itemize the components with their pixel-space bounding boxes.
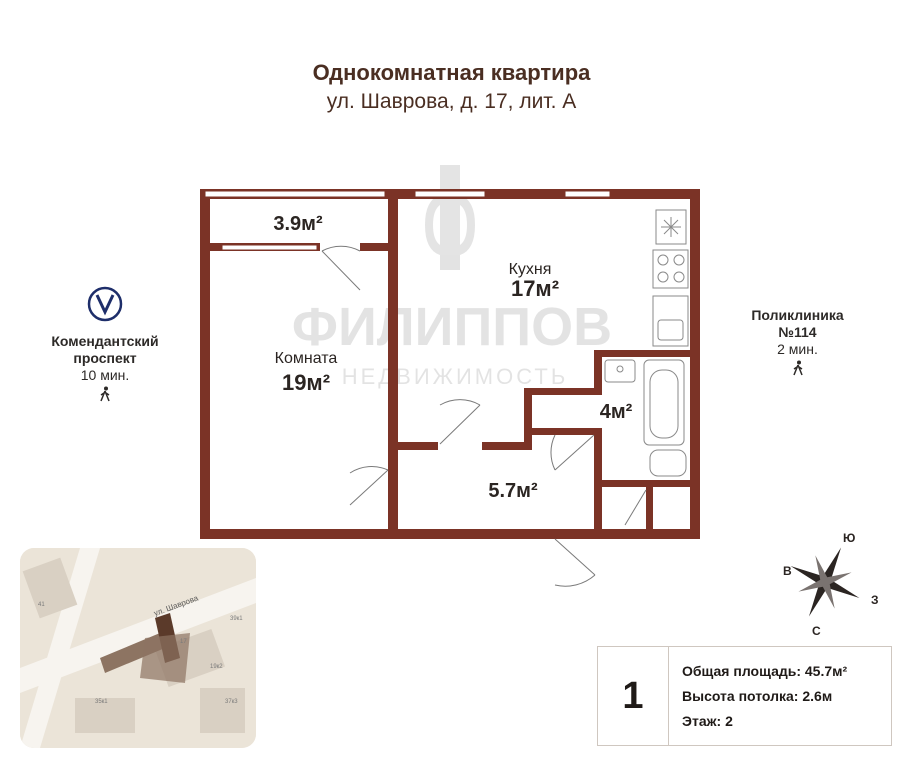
map-house-37k3: 37к3 [225, 699, 238, 705]
wash-basin-icon [604, 359, 636, 383]
bathroom-area: 4м² [600, 401, 633, 423]
wall-hall-right [594, 480, 602, 529]
window-kitchen-left [414, 190, 486, 198]
wall-bath-left-low [594, 428, 602, 480]
toilet-icon [649, 449, 687, 477]
wall-hall-top-left [398, 442, 438, 450]
ceiling-height: Высота потолка: 2.6м [682, 688, 833, 704]
map-house-35k1: 35к1 [95, 699, 108, 705]
metro-icon [87, 286, 123, 322]
walking-icon [100, 386, 110, 402]
clinic-name-line2: №114 [778, 324, 817, 340]
total-area: Общая площадь: 45.7м² [682, 663, 848, 679]
burner [657, 271, 669, 283]
location-map[interactable]: ул. Шаврова 41 39к1 17 19к2 35к1 37к3 [20, 548, 256, 748]
map-house-17: 17 [180, 639, 187, 645]
kitchen-sink-icon [652, 295, 689, 347]
metro-block: Комендантский проспект 10 мин. [30, 285, 180, 402]
bathtub-inner [649, 369, 679, 439]
wall-room-hall [388, 452, 398, 529]
wall-bath-top-right [594, 350, 602, 395]
tap [616, 365, 624, 373]
map-house-39k1: 39к1 [230, 616, 243, 622]
walking-icon [792, 360, 803, 376]
metro-name-line1: Комендантский [51, 333, 159, 349]
wall-closet [646, 487, 653, 529]
wall-bath-top [524, 388, 594, 395]
clinic-name-line1: Поликлиника [751, 307, 844, 323]
map-house-19k2: 19к2 [210, 664, 223, 670]
info-lines: Общая площадь: 45.7м² Высота потолка: 2.… [682, 659, 847, 734]
kitchen-name: Кухня [509, 261, 552, 278]
burner [673, 254, 685, 266]
rooms-count: 1 [598, 647, 669, 745]
door-room-icon [349, 466, 389, 506]
window-room [221, 244, 318, 251]
metro-time: 10 мин. [80, 367, 130, 383]
watermark-brand: ФИЛИППОВ [292, 297, 612, 357]
compass-east: З [871, 593, 879, 607]
kitchen-hood-icon [655, 209, 687, 245]
plan-title: Однокомнатная квартира [312, 60, 591, 85]
fan-icon [661, 217, 681, 237]
watermark: ФИЛИППОВ НЕДВИЖИМОСТЬ [292, 165, 612, 389]
balcony-area: 3.9м² [273, 213, 323, 235]
watermark-sub: НЕДВИЖИМОСТЬ [342, 364, 569, 389]
watermark-logo-icon [425, 165, 475, 270]
kitchen-area: 17м² [511, 276, 559, 301]
bathtub-icon [643, 359, 685, 446]
door-balcony-icon [321, 245, 361, 291]
door-bath-icon [550, 434, 595, 471]
wall-hall-top-right [482, 442, 532, 450]
compass: Ю В З С [783, 531, 879, 637]
clinic-time: 2 мин. [777, 341, 818, 357]
wall-bath-mid [532, 428, 594, 435]
door-wc-icon [624, 489, 647, 526]
floor-number: Этаж: 2 [682, 713, 733, 729]
clinic-block: Поликлиника №114 2 мин. [725, 307, 870, 376]
window-balcony [204, 190, 386, 198]
door-entrance-icon [554, 538, 596, 587]
wall-bath-left-top [524, 388, 532, 450]
plan-address: ул. Шаврова, д. 17, лит. А [326, 90, 577, 113]
wall-room-kitchen [388, 199, 398, 452]
stove-icon [652, 249, 689, 289]
windows [204, 190, 611, 251]
compass-west: В [783, 564, 792, 578]
window-kitchen-right [564, 190, 611, 198]
compass-north: Ю [843, 531, 855, 545]
apartment-info: 1 Общая площадь: 45.7м² Высота потолка: … [597, 646, 892, 746]
door-kitchen-icon [439, 399, 481, 445]
wall-outer-right [690, 189, 700, 539]
hallway-area: 5.7м² [488, 480, 538, 502]
fixtures [604, 209, 689, 477]
wall-bath-top2 [594, 350, 690, 357]
room-name: Комната [275, 350, 338, 367]
wall-balcony-bottom-right [360, 243, 390, 251]
doors [321, 245, 647, 587]
metro-name-line2: проспект [73, 350, 137, 366]
wall-wc-top [594, 480, 690, 487]
sink-basin [657, 319, 684, 341]
map-house-41: 41 [38, 602, 45, 608]
wall-outer-left [200, 189, 210, 539]
burner [657, 254, 669, 266]
burner [673, 271, 685, 283]
map-graphic: ул. Шаврова 41 39к1 17 19к2 35к1 37к3 [20, 548, 256, 748]
wall-outer-bottom [200, 529, 700, 539]
compass-south: С [812, 624, 821, 637]
room-area: 19м² [282, 370, 330, 395]
